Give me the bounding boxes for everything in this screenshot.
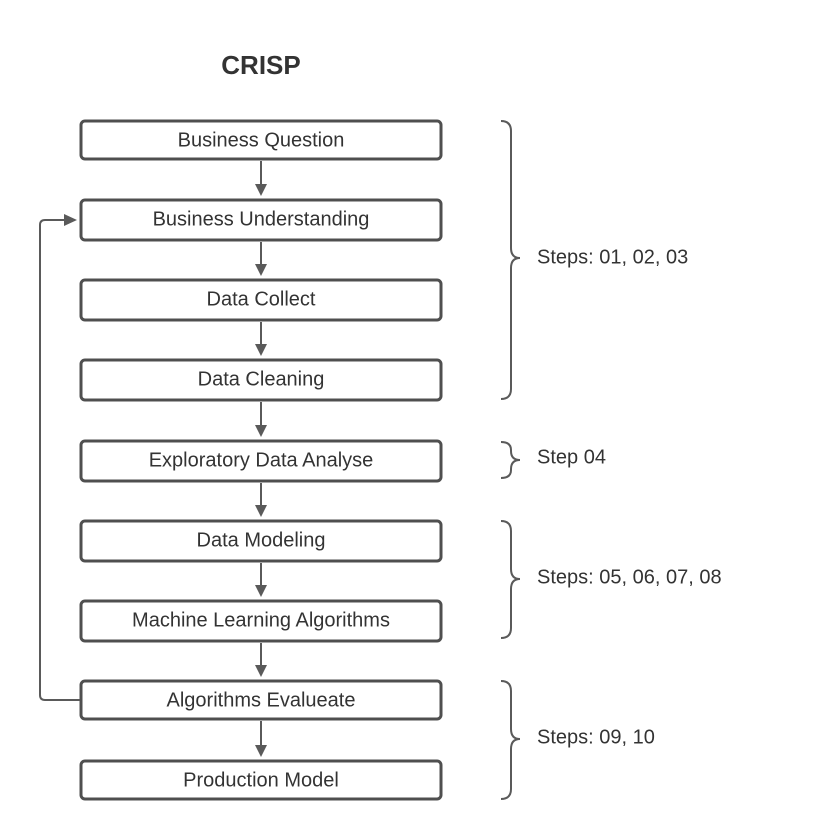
step-box xyxy=(79,439,443,483)
group-brace xyxy=(500,441,521,479)
step-algorithms-evalueate: Algorithms Evalueate xyxy=(79,679,443,721)
step-exploratory-data-analyse: Exploratory Data Analyse xyxy=(79,439,443,483)
step-machine-learning-algorithms: Machine Learning Algorithms xyxy=(79,599,443,643)
step-label: Production Model xyxy=(183,769,339,791)
step-box xyxy=(79,519,443,563)
step-label: Algorithms Evalueate xyxy=(167,689,356,711)
step-label: Data Cleaning xyxy=(198,368,325,390)
step-box xyxy=(79,198,443,242)
group-brace xyxy=(500,520,521,639)
step-box xyxy=(79,599,443,643)
flow-arrow xyxy=(255,161,267,196)
step-box xyxy=(79,119,443,161)
step-label: Data Modeling xyxy=(197,529,326,551)
flow-arrow xyxy=(255,721,267,757)
flow-arrow xyxy=(255,563,267,597)
flow-arrow xyxy=(255,402,267,437)
group-label: Steps: 01, 02, 03 xyxy=(537,246,688,268)
step-label: Exploratory Data Analyse xyxy=(149,449,374,471)
step-data-cleaning: Data Cleaning xyxy=(79,358,443,402)
step-production-model: Production Model xyxy=(79,759,443,801)
group-label: Steps: 05, 06, 07, 08 xyxy=(537,566,722,588)
step-label: Machine Learning Algorithms xyxy=(132,609,390,631)
group-label: Steps: 09, 10 xyxy=(537,726,655,748)
group-label: Step 04 xyxy=(537,446,606,468)
step-data-collect: Data Collect xyxy=(79,278,443,322)
group-brace xyxy=(500,120,521,400)
step-business-understanding: Business Understanding xyxy=(79,198,443,242)
step-data-modeling: Data Modeling xyxy=(79,519,443,563)
step-box xyxy=(79,759,443,801)
step-label: Business Understanding xyxy=(153,208,370,230)
step-business-question: Business Question xyxy=(79,119,443,161)
step-box xyxy=(79,679,443,721)
flow-arrow xyxy=(255,643,267,677)
step-box xyxy=(79,278,443,322)
flow-arrow xyxy=(255,242,267,276)
step-label: Business Question xyxy=(178,129,345,151)
group-brace xyxy=(500,680,521,800)
flow-arrow xyxy=(255,322,267,356)
flow-arrow xyxy=(255,483,267,517)
diagram-title: CRISP xyxy=(221,50,300,80)
step-box xyxy=(79,358,443,402)
feedback-loop-arrow xyxy=(39,214,80,701)
step-label: Data Collect xyxy=(207,288,316,310)
